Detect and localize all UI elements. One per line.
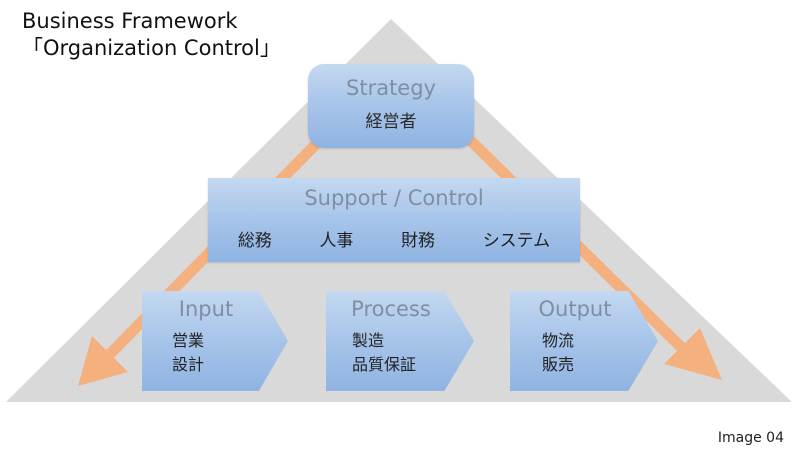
strategy-box: Strategy 経営者 [308, 64, 474, 148]
input-lines: 営業 設計 [172, 329, 204, 377]
support-control-box: Support / Control 総務 人事 財務 システム [208, 178, 580, 262]
title-line-1: Business Framework [22, 9, 238, 33]
support-item-finance: 財務 [401, 231, 436, 251]
strategy-heading: Strategy [346, 76, 436, 100]
support-item-system: システム [482, 231, 551, 251]
support-heading: Support / Control [304, 186, 484, 210]
process-heading: Process [351, 297, 431, 321]
input-line-1: 営業 [172, 331, 205, 350]
output-heading: Output [538, 297, 612, 321]
output-lines: 物流 販売 [542, 329, 574, 377]
output-line-1: 物流 [542, 331, 575, 350]
support-item-hr: 人事 [319, 231, 354, 251]
input-chevron: Input 営業 設計 [142, 291, 288, 391]
process-line-2: 品質保証 [352, 355, 417, 374]
support-items: 総務 人事 財務 システム [208, 226, 580, 251]
process-chevron: Process 製造 品質保証 [326, 291, 474, 391]
process-line-1: 製造 [352, 331, 385, 350]
input-heading: Input [178, 297, 234, 321]
input-line-2: 設計 [172, 355, 205, 374]
image-caption: Image 04 [717, 430, 784, 446]
title-line-2: 「Organization Control」 [22, 36, 281, 60]
output-chevron: Output 物流 販売 [510, 291, 658, 391]
process-lines: 製造 品質保証 [352, 329, 416, 377]
support-item-general-affairs: 総務 [237, 231, 272, 251]
diagram-title: Business Framework 「Organization Control… [22, 8, 281, 62]
strategy-subtitle: 経営者 [365, 112, 417, 132]
output-line-2: 販売 [542, 355, 575, 374]
